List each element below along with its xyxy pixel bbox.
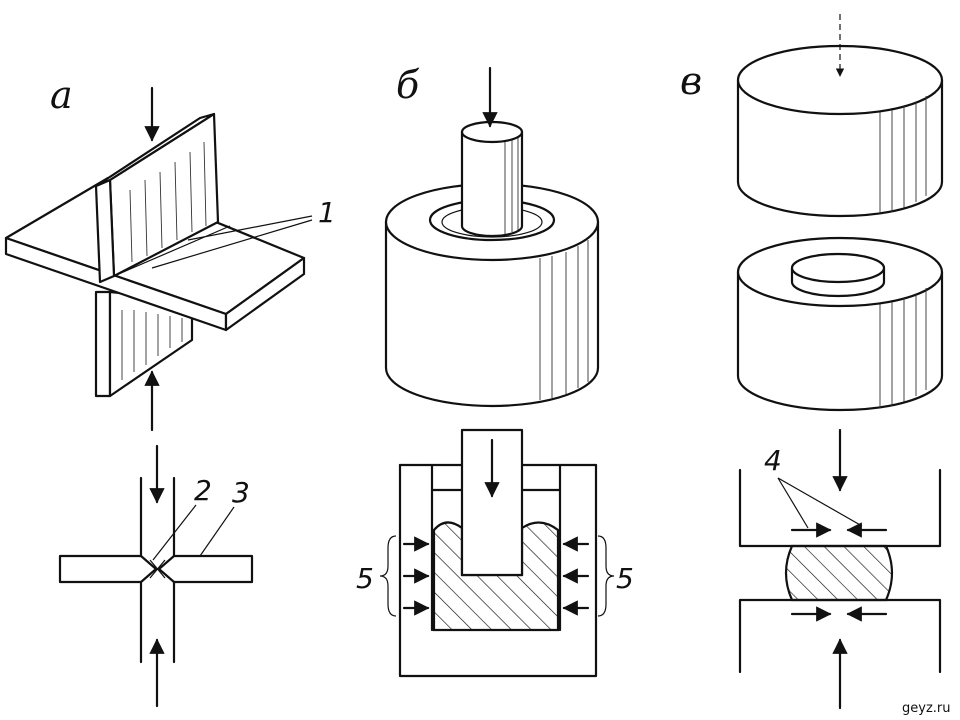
panel-b-label: б bbox=[396, 63, 420, 107]
label-2: 2 bbox=[194, 474, 212, 507]
label-3: 3 bbox=[232, 476, 250, 509]
die-section bbox=[398, 463, 598, 678]
brace-left bbox=[379, 535, 397, 617]
label-1: 1 bbox=[318, 196, 336, 229]
lower-die bbox=[736, 270, 944, 412]
leader-1a bbox=[187, 215, 313, 241]
label-5-left: 5 bbox=[356, 562, 374, 595]
watermark: geyz.ru bbox=[902, 701, 950, 716]
panel-b-section: 5 5 bbox=[356, 428, 634, 678]
panel-v-label: в bbox=[680, 59, 702, 103]
leader-1b bbox=[151, 219, 313, 269]
panel-b-isometric: б bbox=[384, 63, 600, 408]
brace-right bbox=[597, 535, 615, 617]
panel-v-section: 4 bbox=[738, 428, 942, 710]
label-5-right: 5 bbox=[616, 562, 634, 595]
vertical-plate-lower bbox=[94, 290, 112, 398]
panel-a-label: а bbox=[50, 73, 73, 117]
die-body bbox=[384, 220, 600, 408]
upper-die bbox=[736, 78, 944, 218]
workpiece-v bbox=[784, 544, 894, 602]
panel-a-isometric: а 1 bbox=[4, 73, 336, 432]
panel-a-section: 2 3 bbox=[58, 444, 254, 708]
punch-section bbox=[460, 428, 524, 577]
label-4: 4 bbox=[764, 444, 782, 477]
punch bbox=[460, 130, 524, 238]
panel-v-isometric: в bbox=[680, 14, 944, 412]
